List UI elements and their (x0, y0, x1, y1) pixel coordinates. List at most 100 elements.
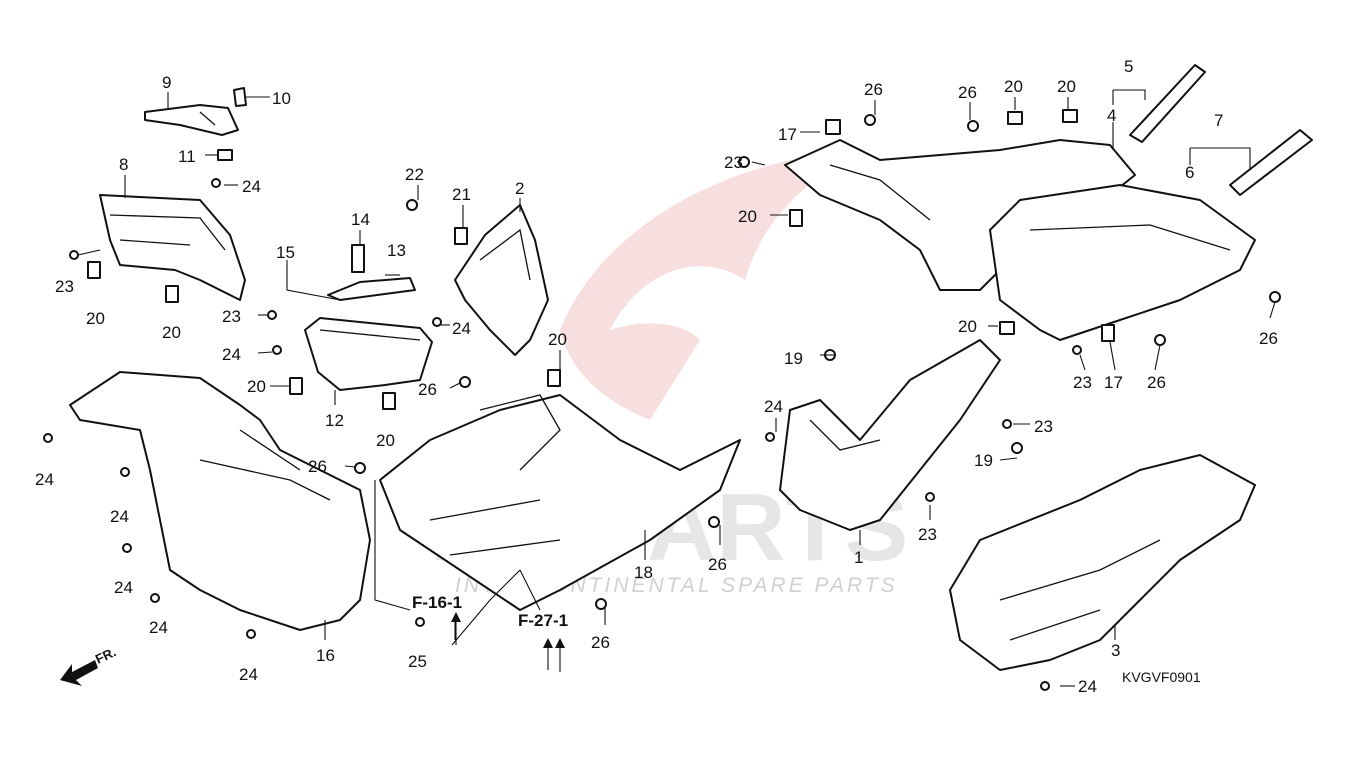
bolt-icon (415, 617, 425, 627)
clip-icon (454, 227, 468, 245)
part-1-inner-cover (779, 339, 1001, 531)
bolt-icon (406, 199, 418, 211)
part-6-panel (989, 184, 1256, 341)
part-5-strip (1129, 64, 1206, 143)
clip-icon (789, 209, 803, 227)
bolt-icon (1002, 419, 1012, 429)
part-9-cover (144, 104, 239, 136)
bolt-icon (1072, 345, 1082, 355)
callout-19: 19 (974, 451, 993, 470)
callout-24: 24 (242, 177, 261, 196)
bolt-icon (246, 629, 256, 639)
part-8-panel (99, 194, 246, 301)
callout-24: 24 (1078, 677, 1097, 696)
arrow-head-icon (555, 638, 565, 648)
callout-20: 20 (86, 309, 105, 328)
part-16-front-panel (69, 371, 371, 631)
callout-26: 26 (864, 80, 883, 99)
callout-23: 23 (1034, 417, 1053, 436)
bolt-icon (708, 516, 720, 528)
bolt-icon (925, 492, 935, 502)
callout-11: 11 (178, 147, 196, 166)
clip-icon (547, 369, 561, 387)
references: F-16-1 F-27-1 (412, 593, 568, 648)
callout-12: 12 (325, 411, 344, 430)
part-2-cover (454, 204, 549, 356)
callout-20: 20 (247, 377, 266, 396)
callout-17: 17 (1104, 373, 1123, 392)
callout-10: 10 (272, 89, 291, 108)
callout-15: 15 (276, 243, 295, 262)
callout-17: 17 (778, 125, 797, 144)
bolt-icon (765, 432, 775, 442)
callout-26: 26 (591, 633, 610, 652)
bolt-icon (459, 376, 471, 388)
callout-24: 24 (239, 665, 258, 684)
part-18-floor (379, 394, 741, 611)
callout-23: 23 (55, 277, 74, 296)
ref-label-a: F-16-1 (412, 593, 462, 612)
callout-20: 20 (548, 330, 567, 349)
leader-lines (77, 89, 1276, 687)
callout-22: 22 (405, 165, 424, 184)
part-12-box (304, 317, 433, 391)
callout-20: 20 (958, 317, 977, 336)
clip-icon (825, 119, 841, 135)
bolt-icon (864, 114, 876, 126)
callout-24: 24 (764, 397, 783, 416)
bolt-icon (120, 467, 130, 477)
bolt-icon (1269, 291, 1281, 303)
clip-icon (382, 392, 396, 410)
callout-26: 26 (1147, 373, 1166, 392)
bolt-icon (1154, 334, 1166, 346)
arrow-head-icon (543, 638, 553, 648)
watermark-logo (560, 150, 860, 420)
part-13-bracket (327, 277, 416, 301)
callout-2: 2 (515, 179, 524, 198)
callout-26: 26 (418, 380, 437, 399)
callout-20: 20 (376, 431, 395, 450)
callout-16: 16 (316, 646, 335, 665)
front-arrow-icon (60, 660, 98, 686)
clip-icon (1101, 324, 1115, 342)
bolt-icon (150, 593, 160, 603)
callout-7: 7 (1214, 111, 1223, 130)
bolt-icon (1011, 442, 1023, 454)
fasteners (43, 109, 1281, 691)
diagram-code: KVGVF0901 (1122, 669, 1201, 685)
bolt-icon (595, 598, 607, 610)
callout-6: 6 (1185, 163, 1194, 182)
callout-21: 21 (452, 185, 471, 204)
callout-24: 24 (149, 618, 168, 637)
part-10-clip (233, 87, 247, 107)
callout-4: 4 (1107, 106, 1116, 125)
bolt-icon (43, 433, 53, 443)
callout-24: 24 (222, 345, 241, 364)
clip-icon (87, 261, 101, 279)
callout-24: 24 (452, 319, 471, 338)
front-label: FR. (93, 644, 118, 666)
callout-20: 20 (162, 323, 181, 342)
callout-24: 24 (114, 578, 133, 597)
callout-23: 23 (1073, 373, 1092, 392)
arrow-head-icon (451, 612, 461, 622)
callouts: 9 10 11 24 8 23 20 20 15 14 13 23 24 20 … (35, 57, 1278, 696)
callout-8: 8 (119, 155, 128, 174)
bolt-icon (267, 310, 277, 320)
clip-icon (1007, 111, 1023, 125)
clip-icon (1062, 109, 1078, 123)
callout-26: 26 (1259, 329, 1278, 348)
bolt-icon (272, 345, 282, 355)
callout-19: 19 (784, 349, 803, 368)
callout-26: 26 (958, 83, 977, 102)
callout-20: 20 (1004, 77, 1023, 96)
callout-13: 13 (387, 241, 406, 260)
callout-23: 23 (724, 153, 743, 172)
bolt-icon (738, 156, 750, 168)
part-11-nut (217, 149, 233, 161)
callout-1: 1 (854, 548, 863, 567)
callout-23: 23 (918, 525, 937, 544)
front-marker: FR. (60, 644, 118, 686)
part-7-emblem (1229, 129, 1313, 196)
